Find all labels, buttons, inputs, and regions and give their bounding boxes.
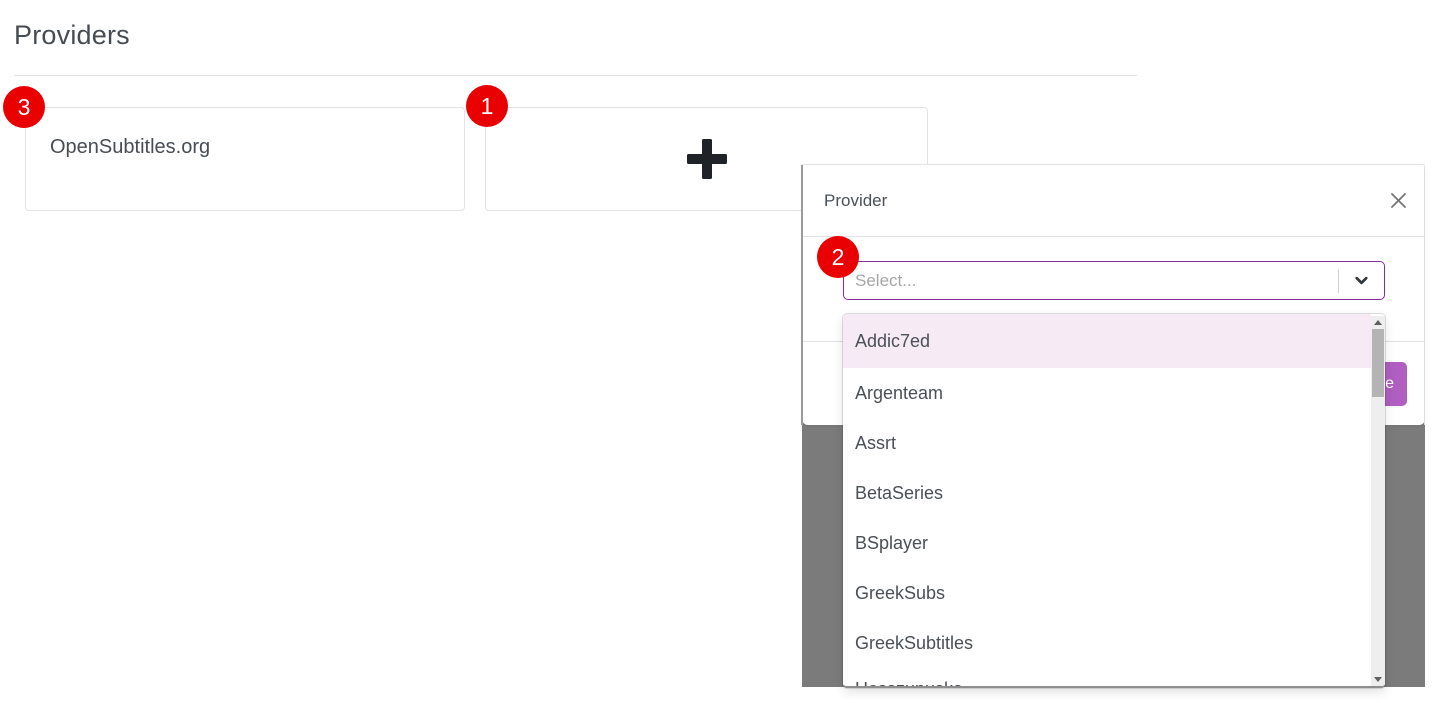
modal-title: Provider	[824, 191, 888, 210]
close-button[interactable]	[1388, 190, 1408, 210]
modal-screenshot-left-edge	[801, 165, 803, 425]
scroll-up-button[interactable]	[1371, 316, 1385, 329]
option-betaseries[interactable]: BetaSeries	[855, 482, 944, 503]
option-assrt[interactable]: Assrt	[855, 432, 897, 453]
select-placeholder: Select...	[855, 270, 917, 290]
option-bsplayer[interactable]: BSplayer	[855, 532, 929, 553]
provider-select[interactable]: Select...	[843, 261, 1385, 300]
scroll-down-button[interactable]	[1371, 673, 1385, 686]
page-title: Providers	[14, 20, 130, 50]
select-separator	[1338, 268, 1339, 293]
scrollbar-thumb[interactable]	[1372, 329, 1384, 397]
provider-card-name: OpenSubtitles.org	[50, 136, 211, 158]
modal-screenshot-right-edge	[1424, 166, 1425, 425]
scroll-down-icon	[1374, 677, 1382, 682]
step-badge-1: 1	[466, 85, 508, 127]
option-hosszupuska[interactable]: Hosszupuska	[843, 664, 1371, 687]
close-icon	[1390, 192, 1406, 208]
option-argenteam[interactable]: Argenteam	[855, 382, 944, 403]
select-dropdown-indicator[interactable]	[1339, 271, 1384, 290]
step-badge-3: 3	[3, 86, 45, 128]
options-scrollbar[interactable]	[1371, 316, 1385, 686]
title-divider	[14, 75, 1137, 76]
step-badge-2: 2	[817, 236, 859, 278]
plus-icon	[686, 139, 727, 179]
modal-screenshot-top-edge	[802, 164, 1425, 165]
chevron-down-icon	[1355, 276, 1368, 285]
option-greeksubs[interactable]: GreekSubs	[855, 582, 946, 603]
option-addic7ed[interactable]: Addic7ed	[843, 314, 1371, 368]
provider-card-opensubtitles[interactable]: OpenSubtitles.org	[25, 107, 465, 211]
add-provider-card[interactable]	[485, 107, 928, 211]
option-greeksubtitles[interactable]: GreekSubtitles	[855, 632, 974, 653]
modal-header-divider	[802, 236, 1425, 237]
scroll-up-icon	[1374, 320, 1382, 325]
